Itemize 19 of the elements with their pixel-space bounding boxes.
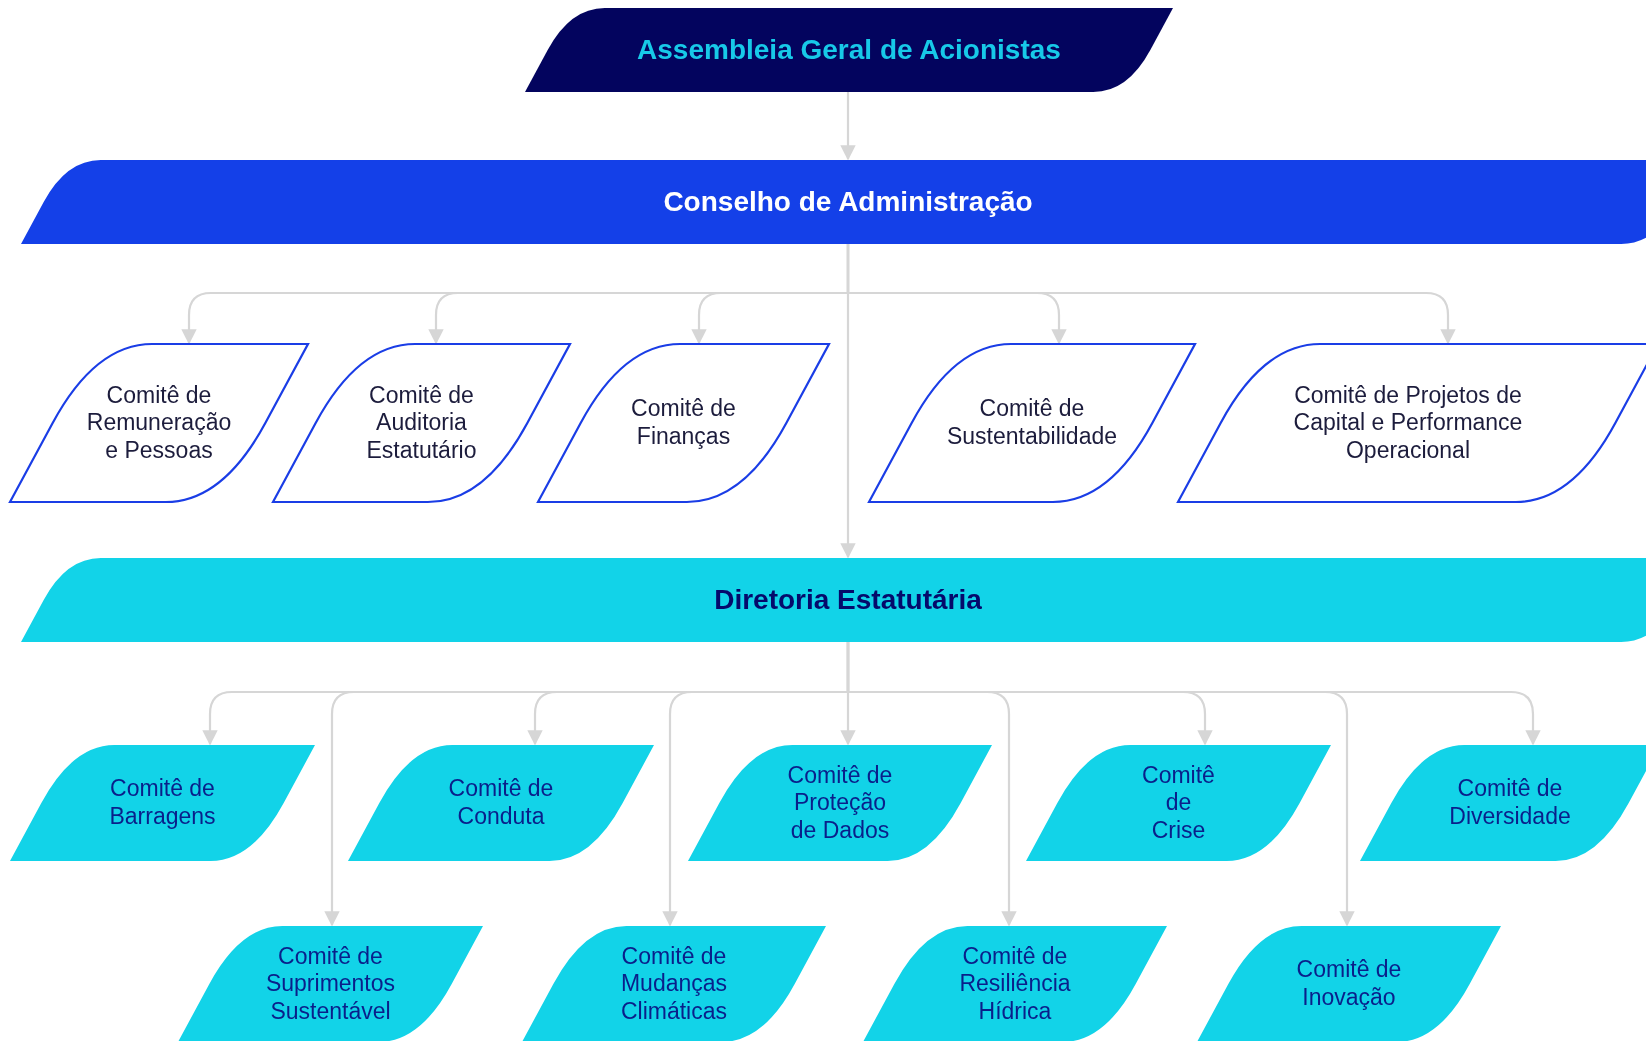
committee-name: Comitê de Mudanças Climáticas <box>619 942 729 1026</box>
committee-name: Comitê de Auditoria Estatutário <box>365 381 478 465</box>
committee-name: Comitê de Resiliência Hídrica <box>958 942 1072 1026</box>
committee-name: Comitê de Remuneração e Pessoas <box>85 381 233 465</box>
committee-name: Comitê de Crise <box>1141 761 1216 845</box>
heading-text: Assembleia Geral de Acionistas <box>637 33 1061 67</box>
committee-name: Comitê de Finanças <box>630 395 737 451</box>
committee-name: Comitê de Suprimentos Sustentável <box>264 942 397 1026</box>
committee-name: Comitê de Proteção de Dados <box>786 761 894 845</box>
committee-name: Comitê de Projetos de Capital e Performance Operacional <box>1292 381 1524 465</box>
heading-text: Conselho de Administração <box>663 185 1033 219</box>
committee-name: Comitê de Barragens <box>108 775 217 831</box>
committee-name: Comitê de Conduta <box>447 775 555 831</box>
connector-arrow <box>840 244 856 559</box>
committee-name: Comitê de Diversidade <box>1448 775 1572 831</box>
heading-text: Diretoria Estatutária <box>714 583 982 617</box>
committee-name: Comitê de Sustentabilidade <box>945 395 1119 451</box>
committee-name: Comitê de Inovação <box>1295 956 1403 1012</box>
connector-arrow <box>840 92 856 161</box>
